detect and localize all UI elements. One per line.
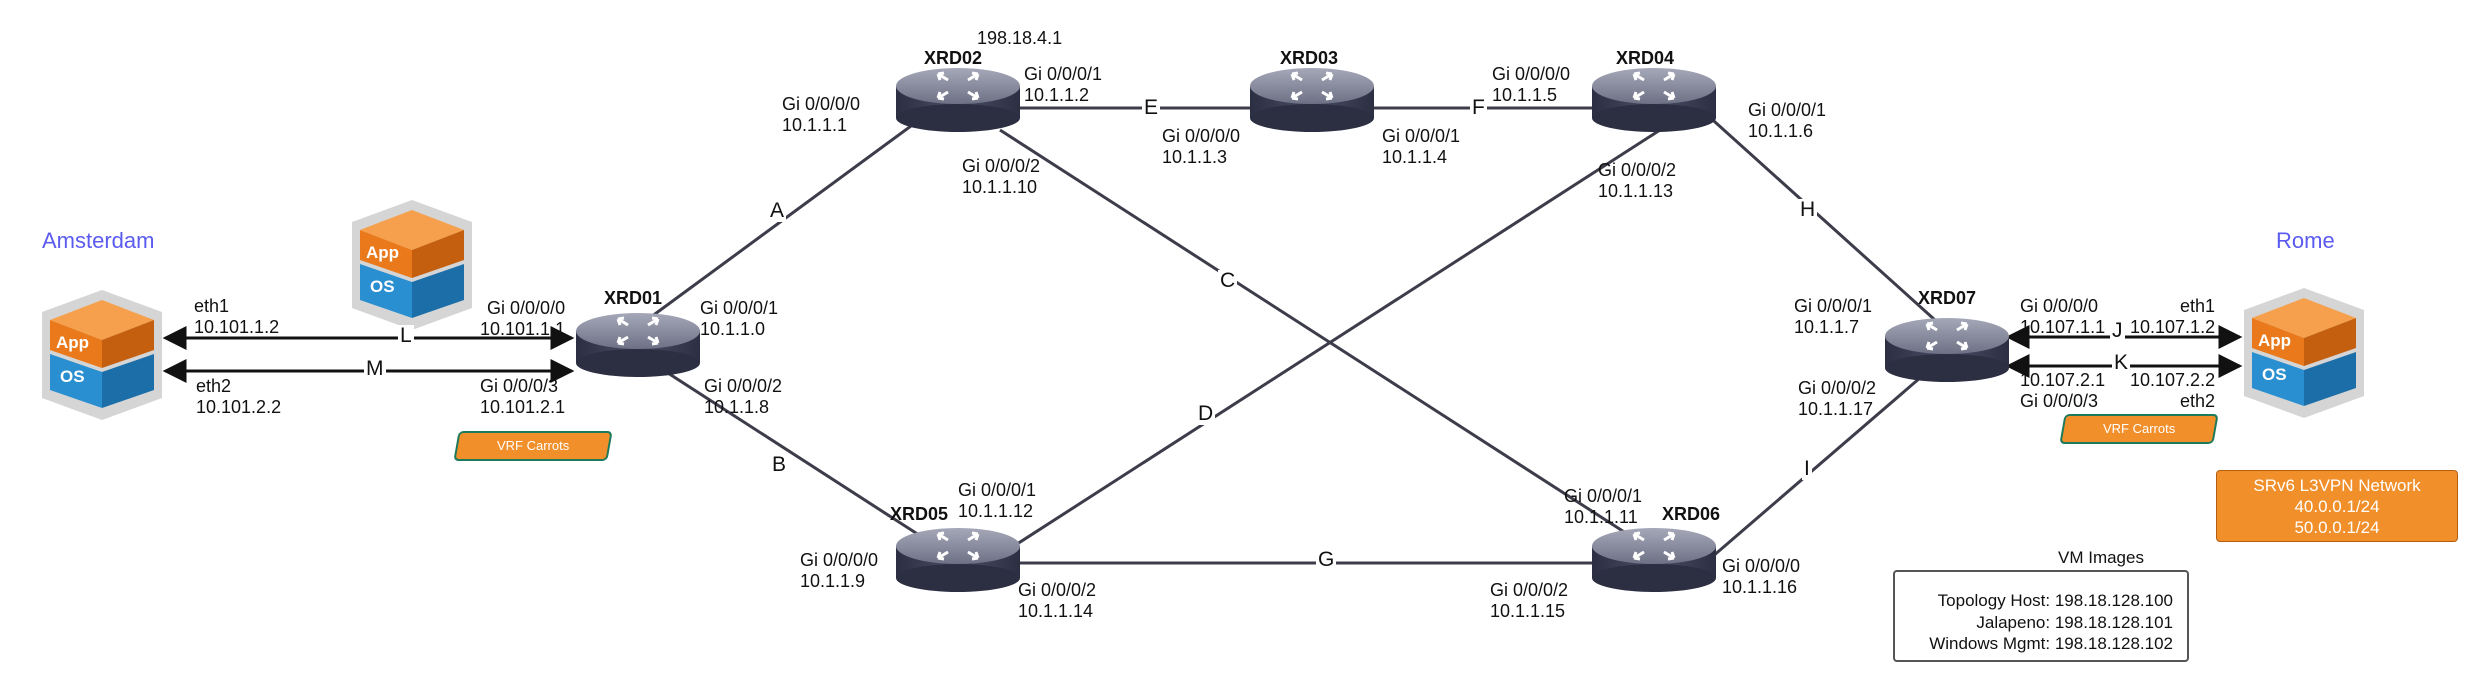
srv6-prefix-2: 50.0.0.1/24 bbox=[2294, 518, 2380, 537]
router-xrd06-title: XRD06 bbox=[1662, 504, 1721, 524]
router-xrd05-title: XRD05 bbox=[890, 504, 949, 524]
vrf-left-label: VRF Carrots bbox=[496, 438, 570, 453]
link-k-label: K bbox=[2112, 351, 2131, 374]
xrd07-gi1-label: Gi 0/0/0/1 10.1.1.7 bbox=[1794, 296, 1873, 337]
os-label: OS bbox=[2262, 365, 2287, 384]
link-b-line bbox=[639, 353, 951, 557]
vm-image-row: Topology Host: 198.18.128.100 bbox=[1937, 591, 2173, 610]
link-h-label: H bbox=[1798, 198, 1818, 221]
link-d-label: D bbox=[1196, 402, 1216, 425]
router-xrd07-icon[interactable] bbox=[1885, 318, 2009, 382]
site-rome-title: Rome bbox=[2276, 228, 2335, 253]
link-i-line bbox=[1704, 363, 1936, 565]
srv6-l3vpn-box[interactable]: SRv6 L3VPN Network 40.0.0.1/24 50.0.0.1/… bbox=[2216, 470, 2458, 542]
router-xrd02-title: XRD02 bbox=[924, 48, 983, 68]
vm-images-title: VM Images bbox=[2058, 548, 2144, 567]
xrd01-gi3-label: Gi 0/0/0/3 10.101.2.1 bbox=[480, 376, 566, 417]
xrd01-gi2-label: Gi 0/0/0/2 10.1.1.8 bbox=[704, 376, 783, 417]
xrd05-gi0-label: Gi 0/0/0/0 10.1.1.9 bbox=[800, 550, 879, 591]
ams-eth2-label: eth2 10.101.2.2 bbox=[196, 376, 282, 417]
vm-images-box: Topology Host: 198.18.128.100 Jalapeno: … bbox=[1893, 570, 2189, 662]
link-j-label: J bbox=[2110, 319, 2125, 342]
rome-vm-icon[interactable]: App OS bbox=[2244, 288, 2364, 418]
router-xrd04-icon[interactable] bbox=[1592, 68, 1716, 132]
router-xrd06-icon[interactable] bbox=[1592, 528, 1716, 592]
xrd06-gi1-label: Gi 0/0/0/1 10.1.1.11 bbox=[1564, 486, 1643, 527]
router-xrd04-title: XRD04 bbox=[1616, 48, 1675, 68]
xrd05-gi1-label: Gi 0/0/0/1 10.1.1.12 bbox=[958, 480, 1037, 521]
xrd04-gi2-label: Gi 0/0/0/2 10.1.1.13 bbox=[1598, 160, 1677, 201]
vm-image-row: Jalapeno: 198.18.128.101 bbox=[1976, 612, 2173, 632]
link-a-label: A bbox=[768, 199, 787, 222]
site-amsterdam-title: Amsterdam bbox=[42, 228, 155, 253]
link-c-label: C bbox=[1218, 269, 1238, 292]
rome-eth1-label: eth1 10.107.1.2 bbox=[2130, 296, 2216, 337]
xrd01-gi0-label: Gi 0/0/0/0 10.101.1.1 bbox=[480, 298, 566, 339]
link-b-label: B bbox=[770, 453, 789, 476]
xrd06-gi2-label: Gi 0/0/0/2 10.1.1.15 bbox=[1490, 580, 1569, 621]
xrd02-loopback: 198.18.4.1 bbox=[977, 28, 1063, 48]
xrd05-gi2-label: Gi 0/0/0/2 10.1.1.14 bbox=[1018, 580, 1097, 621]
router-xrd01-title: XRD01 bbox=[604, 288, 663, 308]
app-label: App bbox=[366, 243, 399, 262]
ams-eth1-label: eth1 10.101.1.2 bbox=[194, 296, 280, 337]
xrd02-gi2-label: Gi 0/0/0/2 10.1.1.10 bbox=[962, 156, 1041, 197]
link-e-label: E bbox=[1142, 96, 1161, 119]
link-i-label: I bbox=[1802, 457, 1812, 480]
xrd04-gi0-label: Gi 0/0/0/0 10.1.1.5 bbox=[1492, 64, 1571, 105]
link-h-line bbox=[1703, 111, 1937, 322]
router-xrd03-icon[interactable] bbox=[1250, 68, 1374, 132]
vrf-carrots-left-badge[interactable]: VRF Carrots bbox=[453, 431, 613, 461]
xrd06-gi0-label: Gi 0/0/0/0 10.1.1.16 bbox=[1722, 556, 1801, 597]
xrd01-gi1-label: Gi 0/0/0/1 10.1.1.0 bbox=[700, 298, 779, 339]
xrd03-gi1-label: Gi 0/0/0/1 10.1.1.4 bbox=[1382, 126, 1461, 167]
xrd07-gi3-label: 10.107.2.1 Gi 0/0/0/3 bbox=[2020, 370, 2106, 411]
vm-image-row: Windows Mgmt: 198.18.128.102 bbox=[1929, 634, 2173, 653]
xrd07-gi2-label: Gi 0/0/0/2 10.1.1.17 bbox=[1798, 378, 1877, 419]
router-xrd02-icon[interactable] bbox=[896, 68, 1020, 132]
vrf-right-label: VRF Carrots bbox=[2102, 421, 2176, 436]
xrd04-gi1-label: Gi 0/0/0/1 10.1.1.6 bbox=[1748, 100, 1827, 141]
management-vm-icon[interactable]: App OS bbox=[352, 200, 472, 330]
os-label: OS bbox=[60, 367, 85, 386]
link-f-label: F bbox=[1470, 96, 1487, 119]
link-d-line bbox=[999, 128, 1661, 557]
xrd07-gi0-label: Gi 0/0/0/0 10.107.1.1 bbox=[2020, 296, 2106, 337]
router-xrd07-title: XRD07 bbox=[1918, 288, 1977, 308]
vrf-carrots-right-badge[interactable]: VRF Carrots bbox=[2059, 414, 2219, 444]
app-label: App bbox=[2258, 331, 2291, 350]
srv6-prefix-1: 40.0.0.1/24 bbox=[2294, 497, 2380, 516]
xrd02-gi1-label: Gi 0/0/0/1 10.1.1.2 bbox=[1024, 64, 1103, 105]
srv6-title: SRv6 L3VPN Network bbox=[2253, 476, 2421, 495]
app-label: App bbox=[56, 333, 89, 352]
xrd02-gi0-label: Gi 0/0/0/0 10.1.1.1 bbox=[782, 94, 861, 135]
link-g-label: G bbox=[1316, 548, 1337, 571]
xrd03-gi0-label: Gi 0/0/0/0 10.1.1.3 bbox=[1162, 126, 1241, 167]
link-m-label: M bbox=[364, 357, 386, 380]
rome-eth2-label: 10.107.2.2 eth2 bbox=[2130, 370, 2216, 411]
router-xrd05-icon[interactable] bbox=[896, 528, 1020, 592]
router-xrd01-icon[interactable] bbox=[576, 313, 700, 377]
router-xrd03-title: XRD03 bbox=[1280, 48, 1339, 68]
link-a-line bbox=[639, 88, 961, 327]
amsterdam-vm-icon[interactable]: App OS bbox=[42, 290, 162, 420]
link-l-label: L bbox=[398, 324, 414, 347]
os-label: OS bbox=[370, 277, 395, 296]
